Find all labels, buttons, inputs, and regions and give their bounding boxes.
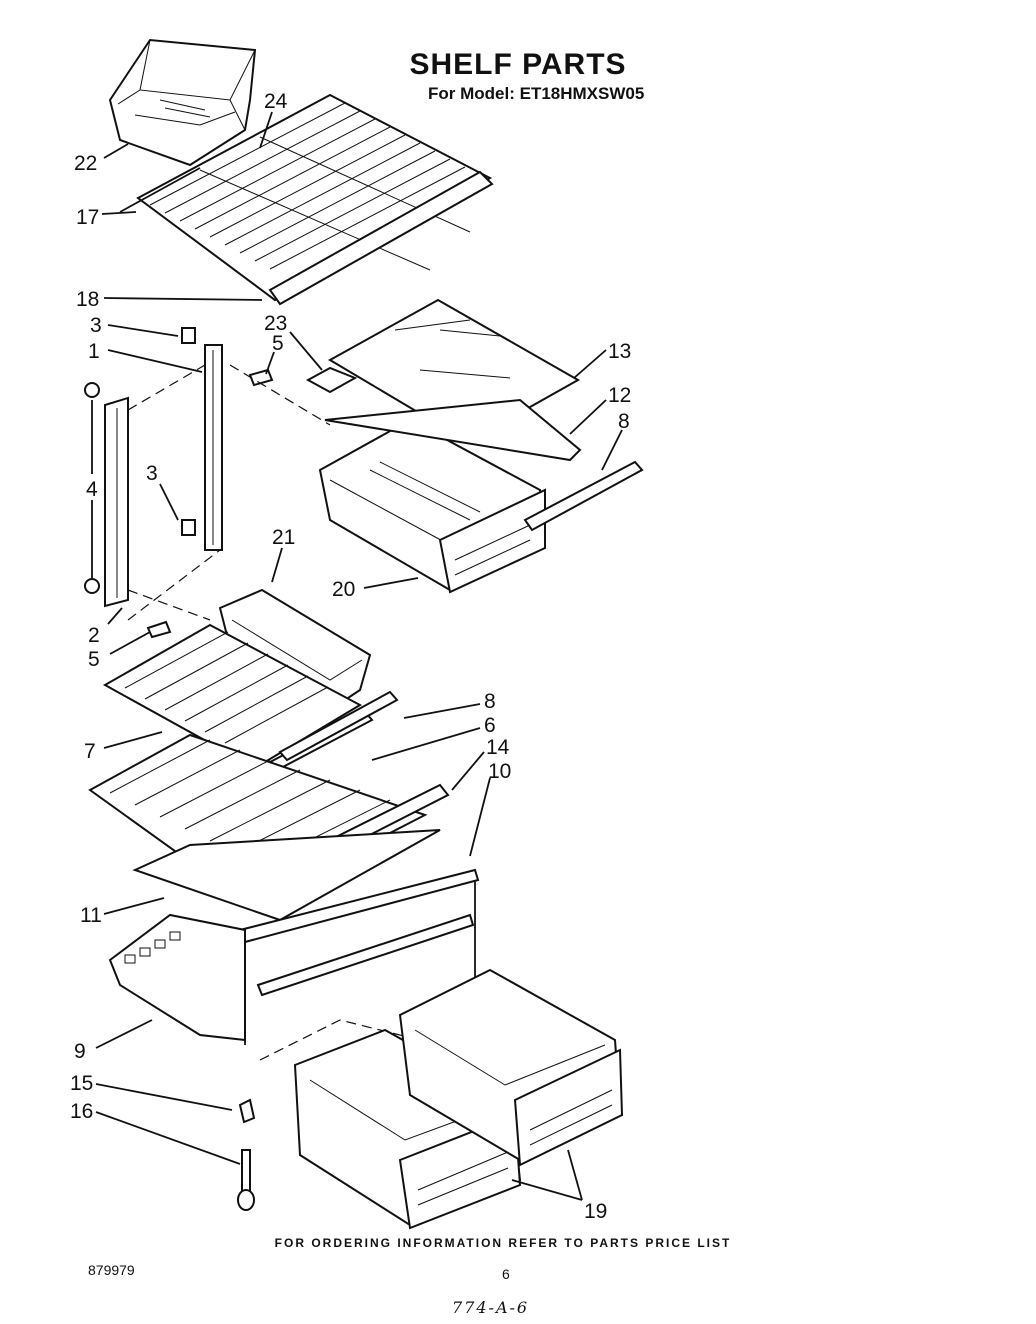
callout-3-mid: 3 [146,462,158,485]
callout-8-top: 8 [618,410,630,433]
callout-5-bottom: 5 [88,648,100,671]
handwritten-note: 774-A-6 [452,1298,530,1317]
part-22-storage-bin [108,38,257,167]
callout-20: 20 [332,578,355,601]
callout-13: 13 [608,340,631,363]
callout-22: 22 [74,152,97,175]
part-8-drawer-rail [523,460,644,532]
callout-leader-lines [91,111,623,1201]
callout-15: 15 [70,1072,93,1095]
callout-6: 6 [484,714,496,737]
ordering-note: FOR ORDERING INFORMATION REFER TO PARTS … [274,1236,732,1250]
callout-17: 17 [76,206,99,229]
callout-18: 18 [76,288,99,311]
part-15-leveling-cam [238,1098,256,1124]
callout-19: 19 [584,1200,607,1223]
part-9-crisper-support [108,913,246,1042]
callout-11: 11 [80,904,102,927]
page-title: SHELF PARTS [409,48,627,81]
callout-7: 7 [84,740,96,763]
assembly-guide-lines [127,364,421,1061]
part-3-rail-caps [181,327,196,536]
part-20-meat-drawer [318,398,582,594]
callout-21: 21 [272,526,295,549]
callout-labels: 22 24 17 18 3 1 23 5 13 12 8 4 3 21 20 2… [70,90,631,1223]
callout-3-top: 3 [90,314,102,337]
callout-14: 14 [486,736,510,759]
callout-23: 23 [264,312,287,335]
part-5-rail-pins [146,368,274,639]
callout-5-top: 5 [272,332,284,355]
callout-8-mid: 8 [484,690,496,713]
callout-4: 4 [86,478,98,501]
part-16-roller [237,1149,255,1211]
callout-16: 16 [70,1100,93,1123]
page-number: 6 [502,1266,510,1282]
callout-24: 24 [264,90,288,113]
part-11-cover-glass [132,829,441,922]
document-number: 879979 [88,1262,135,1278]
callout-12: 12 [608,384,631,407]
part-23-shelf-trim [305,366,358,394]
part-6-shelf-trim [253,690,399,780]
callout-2: 2 [88,624,100,647]
model-subtitle: For Model: ET18HMXSW05 [428,84,645,103]
part-19-crisper-drawer-right [398,968,624,1167]
callout-1: 1 [88,340,100,363]
part-1-shelf-support-rail [204,344,223,551]
part-4-shelf-support-rail [84,382,129,608]
callout-9: 9 [74,1040,86,1063]
callout-10: 10 [488,760,511,783]
